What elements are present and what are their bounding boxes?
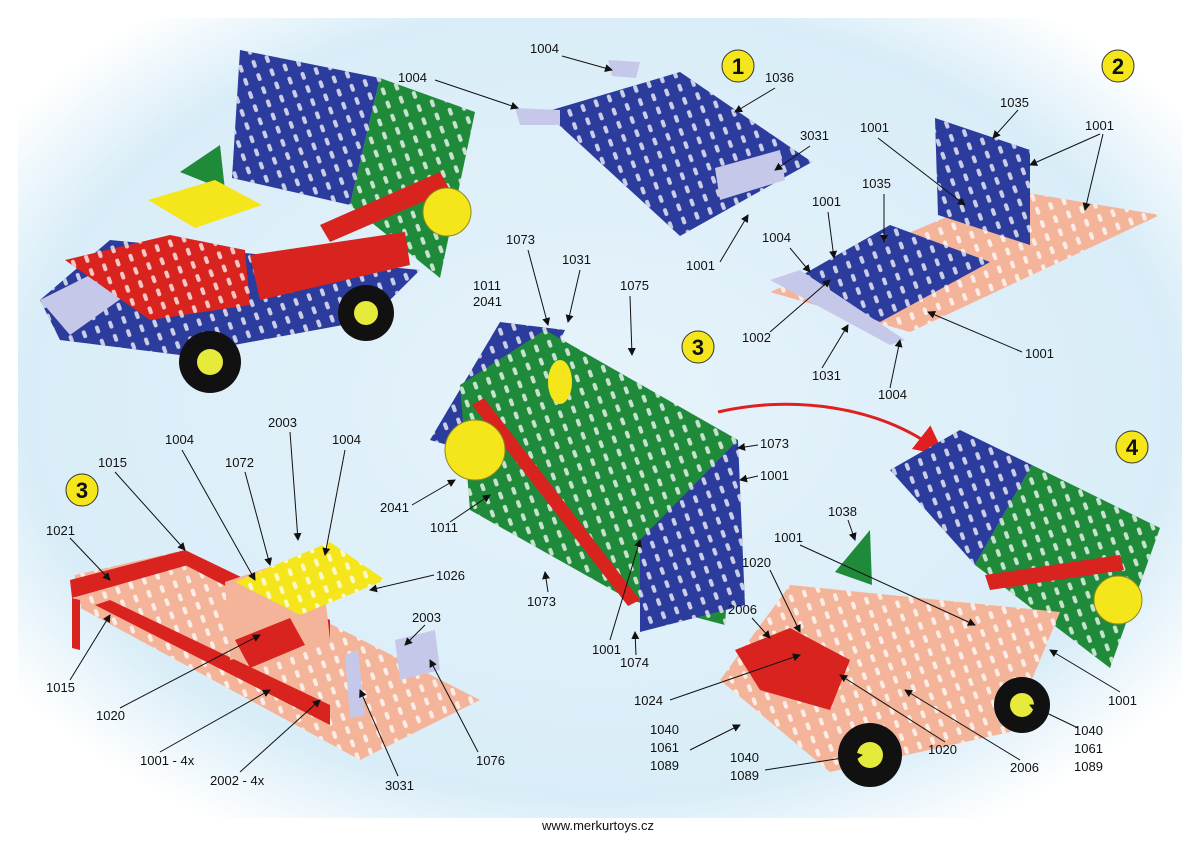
- step-badge: [1101, 49, 1135, 83]
- step-1: 1 1004 1004 1036 3031 1001: [398, 41, 829, 273]
- website-url[interactable]: www.merkurtoys.cz: [541, 818, 654, 833]
- step-number: 3: [692, 335, 704, 360]
- step-number: 4: [1126, 435, 1139, 460]
- model-finished-truck: [40, 50, 475, 393]
- part-label: 1020: [742, 555, 771, 570]
- step-3-chassis: 3 1015 1004 1072 2003 1004 1021 1026 200…: [46, 415, 505, 793]
- part-label: 1004: [530, 41, 559, 56]
- part-label: 3031: [385, 778, 414, 793]
- part-label: 1035: [862, 176, 891, 191]
- part-label: 1001 - 4x: [140, 753, 195, 768]
- part-label: 1011: [473, 278, 501, 293]
- part-label: 1020: [928, 742, 957, 757]
- part-label: 1015: [98, 455, 127, 470]
- part-label: 1004: [165, 432, 194, 447]
- part-label: 1001: [686, 258, 715, 273]
- part-label: 2006: [1010, 760, 1039, 775]
- part-label: 1024: [634, 693, 663, 708]
- part-label: 1089: [730, 768, 759, 783]
- part-label: 1001: [1108, 693, 1137, 708]
- part-label: 1004: [762, 230, 791, 245]
- step-4: 4 1038 1001 1020 2006 1024 1040 1061 108…: [634, 430, 1160, 787]
- step-badge: [65, 473, 99, 507]
- part-label: 1035: [1000, 95, 1029, 110]
- part-label: 2003: [268, 415, 297, 430]
- step-badge: [681, 330, 715, 364]
- part-label: 1038: [828, 504, 857, 519]
- step-badge: [721, 49, 755, 83]
- part-label: 1001: [860, 120, 889, 135]
- part-label: 1074: [620, 655, 649, 670]
- part-label: 1001: [1085, 118, 1114, 133]
- part-label: 1040: [730, 750, 759, 765]
- part-label: 1001: [812, 194, 841, 209]
- part-label: 1061: [1074, 741, 1103, 756]
- step-3-tipper-frame: 3 1073 1031 1011 2041 1075 1073 1001 204…: [380, 232, 789, 670]
- part-label: 2002 - 4x: [210, 773, 265, 788]
- part-label: 1040: [650, 722, 679, 737]
- part-label: 1089: [1074, 759, 1103, 774]
- part-label: 1076: [476, 753, 505, 768]
- part-label: 1075: [620, 278, 649, 293]
- part-label: 1089: [650, 758, 679, 773]
- part-label: 1021: [46, 523, 75, 538]
- part-label: 2041: [473, 294, 502, 309]
- part-label: 1001: [774, 530, 803, 545]
- part-label: 3031: [800, 128, 829, 143]
- part-label: 1073: [506, 232, 535, 247]
- part-label: 1073: [527, 594, 556, 609]
- part-label: 1031: [812, 368, 841, 383]
- part-label: 1001: [592, 642, 621, 657]
- part-label: 1001: [760, 468, 789, 483]
- part-label: 1011: [430, 520, 458, 535]
- part-label: 1040: [1074, 723, 1103, 738]
- part-label: 2041: [380, 500, 409, 515]
- step-number: 3: [76, 478, 88, 503]
- part-label: 1061: [650, 740, 679, 755]
- part-label: 1001: [1025, 346, 1054, 361]
- part-label: 1004: [878, 387, 907, 402]
- step-number: 2: [1112, 54, 1124, 79]
- part-label: 1073: [760, 436, 789, 451]
- step-number: 1: [732, 54, 744, 79]
- step-2: 2 1035 1001 1001 1035 1001 1004 1002 103…: [742, 49, 1160, 402]
- part-label: 1002: [742, 330, 771, 345]
- part-label: 1072: [225, 455, 254, 470]
- part-label: 1004: [398, 70, 427, 85]
- part-label: 1036: [765, 70, 794, 85]
- part-label: 1031: [562, 252, 591, 267]
- part-label: 1015: [46, 680, 75, 695]
- part-label: 1026: [436, 568, 465, 583]
- step-badge: [1115, 430, 1149, 464]
- part-label: 2003: [412, 610, 441, 625]
- part-label: 1004: [332, 432, 361, 447]
- part-label: 1020: [96, 708, 125, 723]
- part-label: 2006: [728, 602, 757, 617]
- transfer-arrow: [717, 402, 945, 456]
